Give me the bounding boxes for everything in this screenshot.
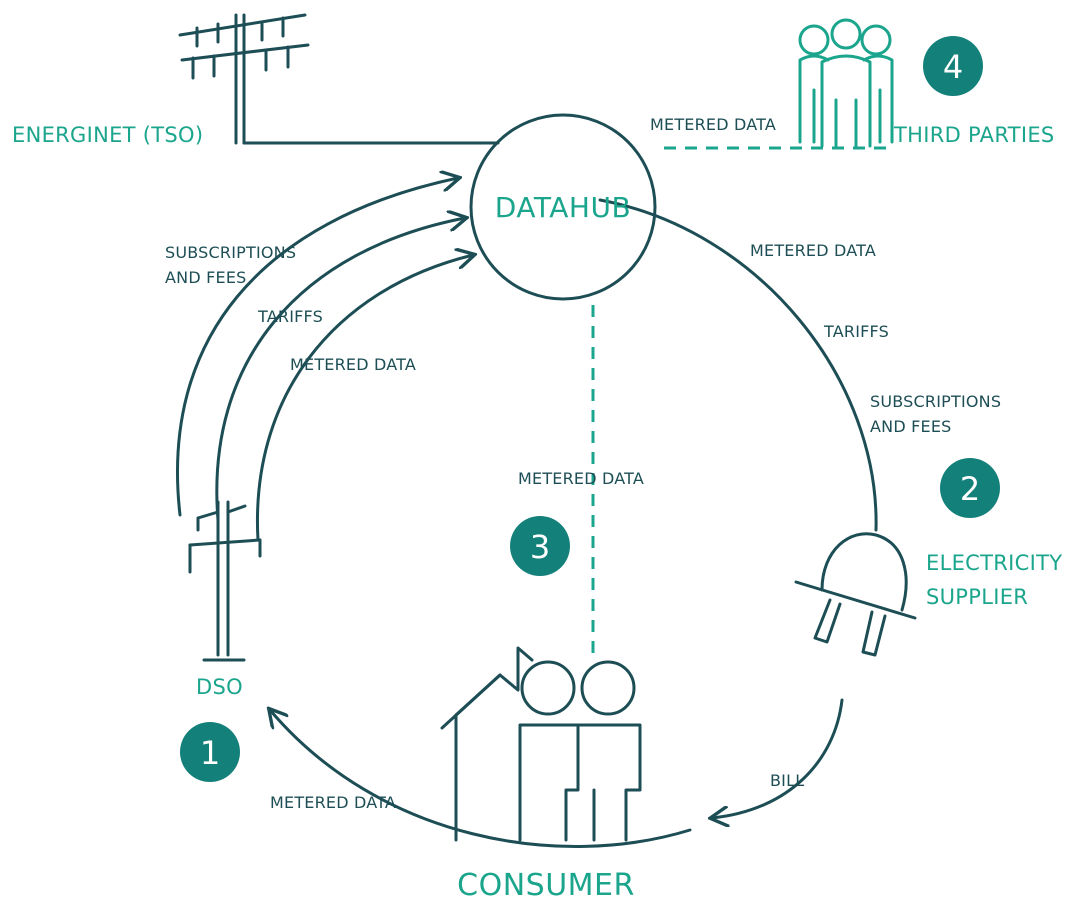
consumer-metered-label: METERED DATA — [518, 469, 644, 488]
dso-tariffs-arrow — [215, 218, 465, 522]
badge-supplier: 2 — [940, 458, 1000, 518]
badge-consumer-number: 3 — [530, 528, 550, 566]
supplier-subscriptions-label-1: SUBSCRIPTIONS — [870, 392, 1001, 411]
plug-icon — [794, 532, 917, 657]
consumer-to-dso-arrow — [270, 710, 692, 848]
dso-subscriptions-label-1: SUBSCRIPTIONS — [165, 243, 296, 262]
supplier-label-line1: ELECTRICITY — [926, 551, 1062, 575]
tso-pylon-icon — [178, 13, 310, 145]
bill-label: BILL — [770, 771, 804, 790]
datahub-label: DATAHUB — [495, 191, 631, 224]
dso-label: DSO — [196, 675, 243, 699]
consumer-house-icon — [440, 646, 534, 842]
badge-dso-number: 1 — [200, 734, 220, 772]
dso-metered-arrow — [255, 255, 473, 542]
dso-metered-label: METERED DATA — [290, 355, 416, 374]
dso-subscriptions-arrow — [175, 178, 458, 517]
tso-label: ENERGINET (TSO) — [12, 123, 203, 147]
badge-consumer: 3 — [510, 516, 570, 576]
badge-dso: 1 — [180, 722, 240, 782]
supplier-tariffs-label: TARIFFS — [823, 322, 889, 341]
badge-third-parties: 4 — [923, 36, 983, 96]
consumer-to-dso-metered-label: METERED DATA — [270, 793, 396, 812]
datahub-circle — [469, 113, 657, 301]
badge-supplier-number: 2 — [960, 470, 980, 508]
dso-subscriptions-label-2: AND FEES — [165, 268, 247, 287]
dso-pole-icon — [188, 500, 262, 662]
main-flow-circle — [598, 198, 878, 532]
supplier-label-line2: SUPPLIER — [926, 585, 1028, 609]
third-parties-label: THIRD PARTIES — [893, 123, 1055, 147]
consumer-people-icon — [518, 660, 642, 842]
consumer-label: CONSUMER — [457, 868, 635, 903]
bill-arrow — [712, 698, 844, 818]
third-party-metered-label: METERED DATA — [650, 115, 776, 134]
badge-third-parties-number: 4 — [943, 48, 963, 86]
third-parties-group-icon — [798, 18, 894, 148]
supplier-subscriptions-label-2: AND FEES — [870, 417, 952, 436]
supplier-metered-label: METERED DATA — [750, 241, 876, 260]
dso-tariffs-label: TARIFFS — [257, 307, 323, 326]
